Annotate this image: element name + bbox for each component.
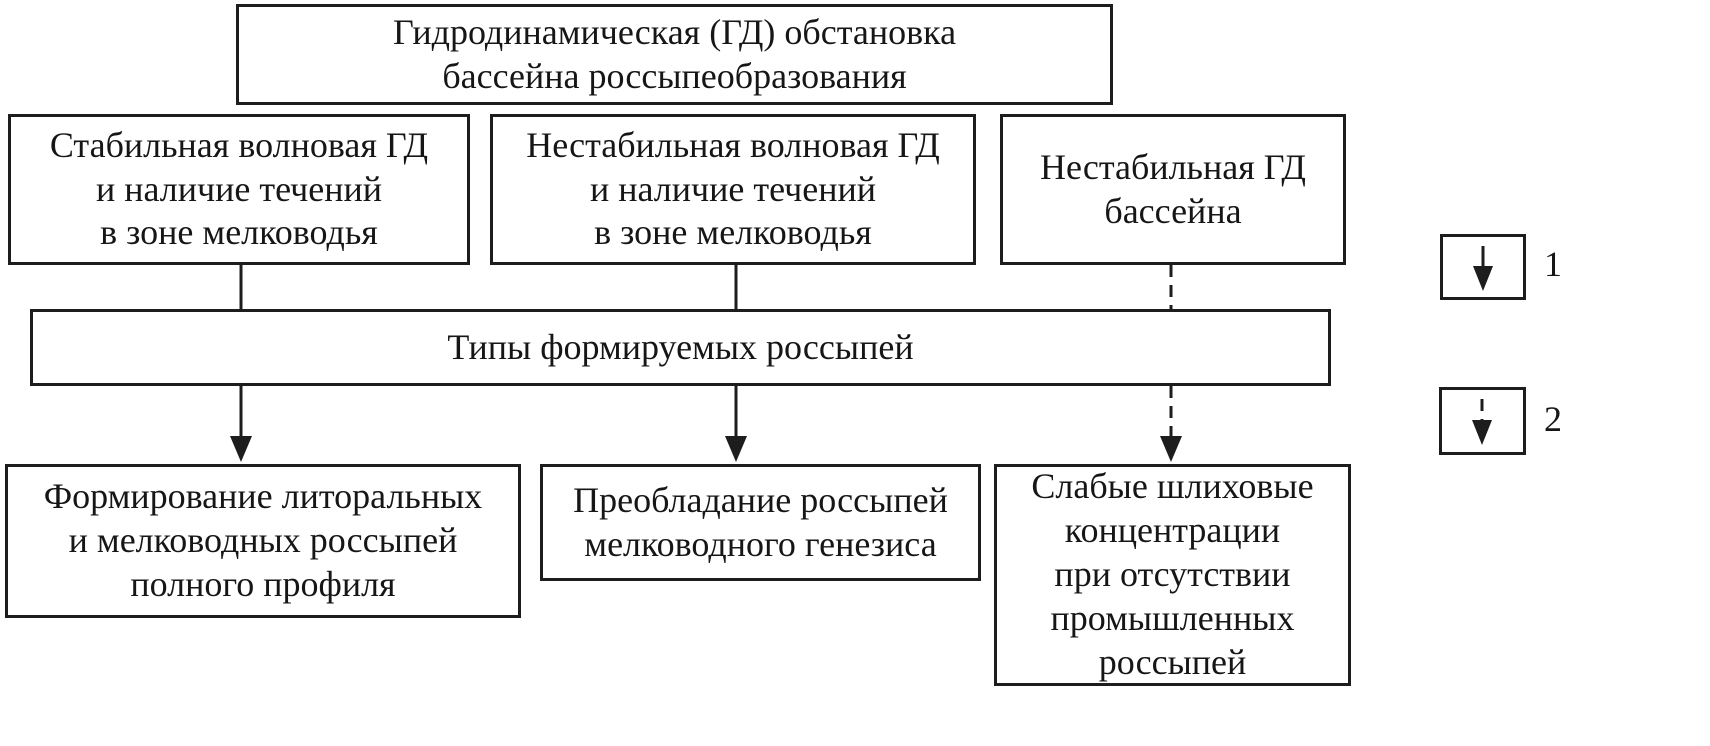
arrow-types-to-littoral-head	[230, 436, 252, 462]
legend-box-dashed-arrow	[1439, 387, 1526, 455]
condition-box-stable-wave: Стабильная волновая ГД и наличие течений…	[8, 114, 470, 265]
placer-types-box: Типы формируемых россыпей	[30, 309, 1331, 386]
result-box-weak-concentrations: Слабые шлиховые концентрации при отсутст…	[994, 464, 1351, 686]
legend-label-1: 1	[1544, 244, 1562, 284]
legend-box-solid-arrow	[1440, 234, 1526, 300]
title-box: Гидродинамическая (ГД) обстановка бассей…	[236, 4, 1113, 105]
condition-box-unstable-wave: Нестабильная волновая ГД и наличие течен…	[490, 114, 976, 265]
legend-label-2: 2	[1544, 399, 1562, 439]
condition-box-unstable-basin: Нестабильная ГД бассейна	[1000, 114, 1346, 265]
arrow-types-to-weak-head	[1160, 436, 1182, 462]
arrow-types-to-shallow-head	[725, 436, 747, 462]
result-box-shallow-genesis: Преобладание россыпей мелководного генез…	[540, 464, 981, 581]
result-box-littoral-placers: Формирование литоральных и мелководных р…	[5, 464, 521, 618]
